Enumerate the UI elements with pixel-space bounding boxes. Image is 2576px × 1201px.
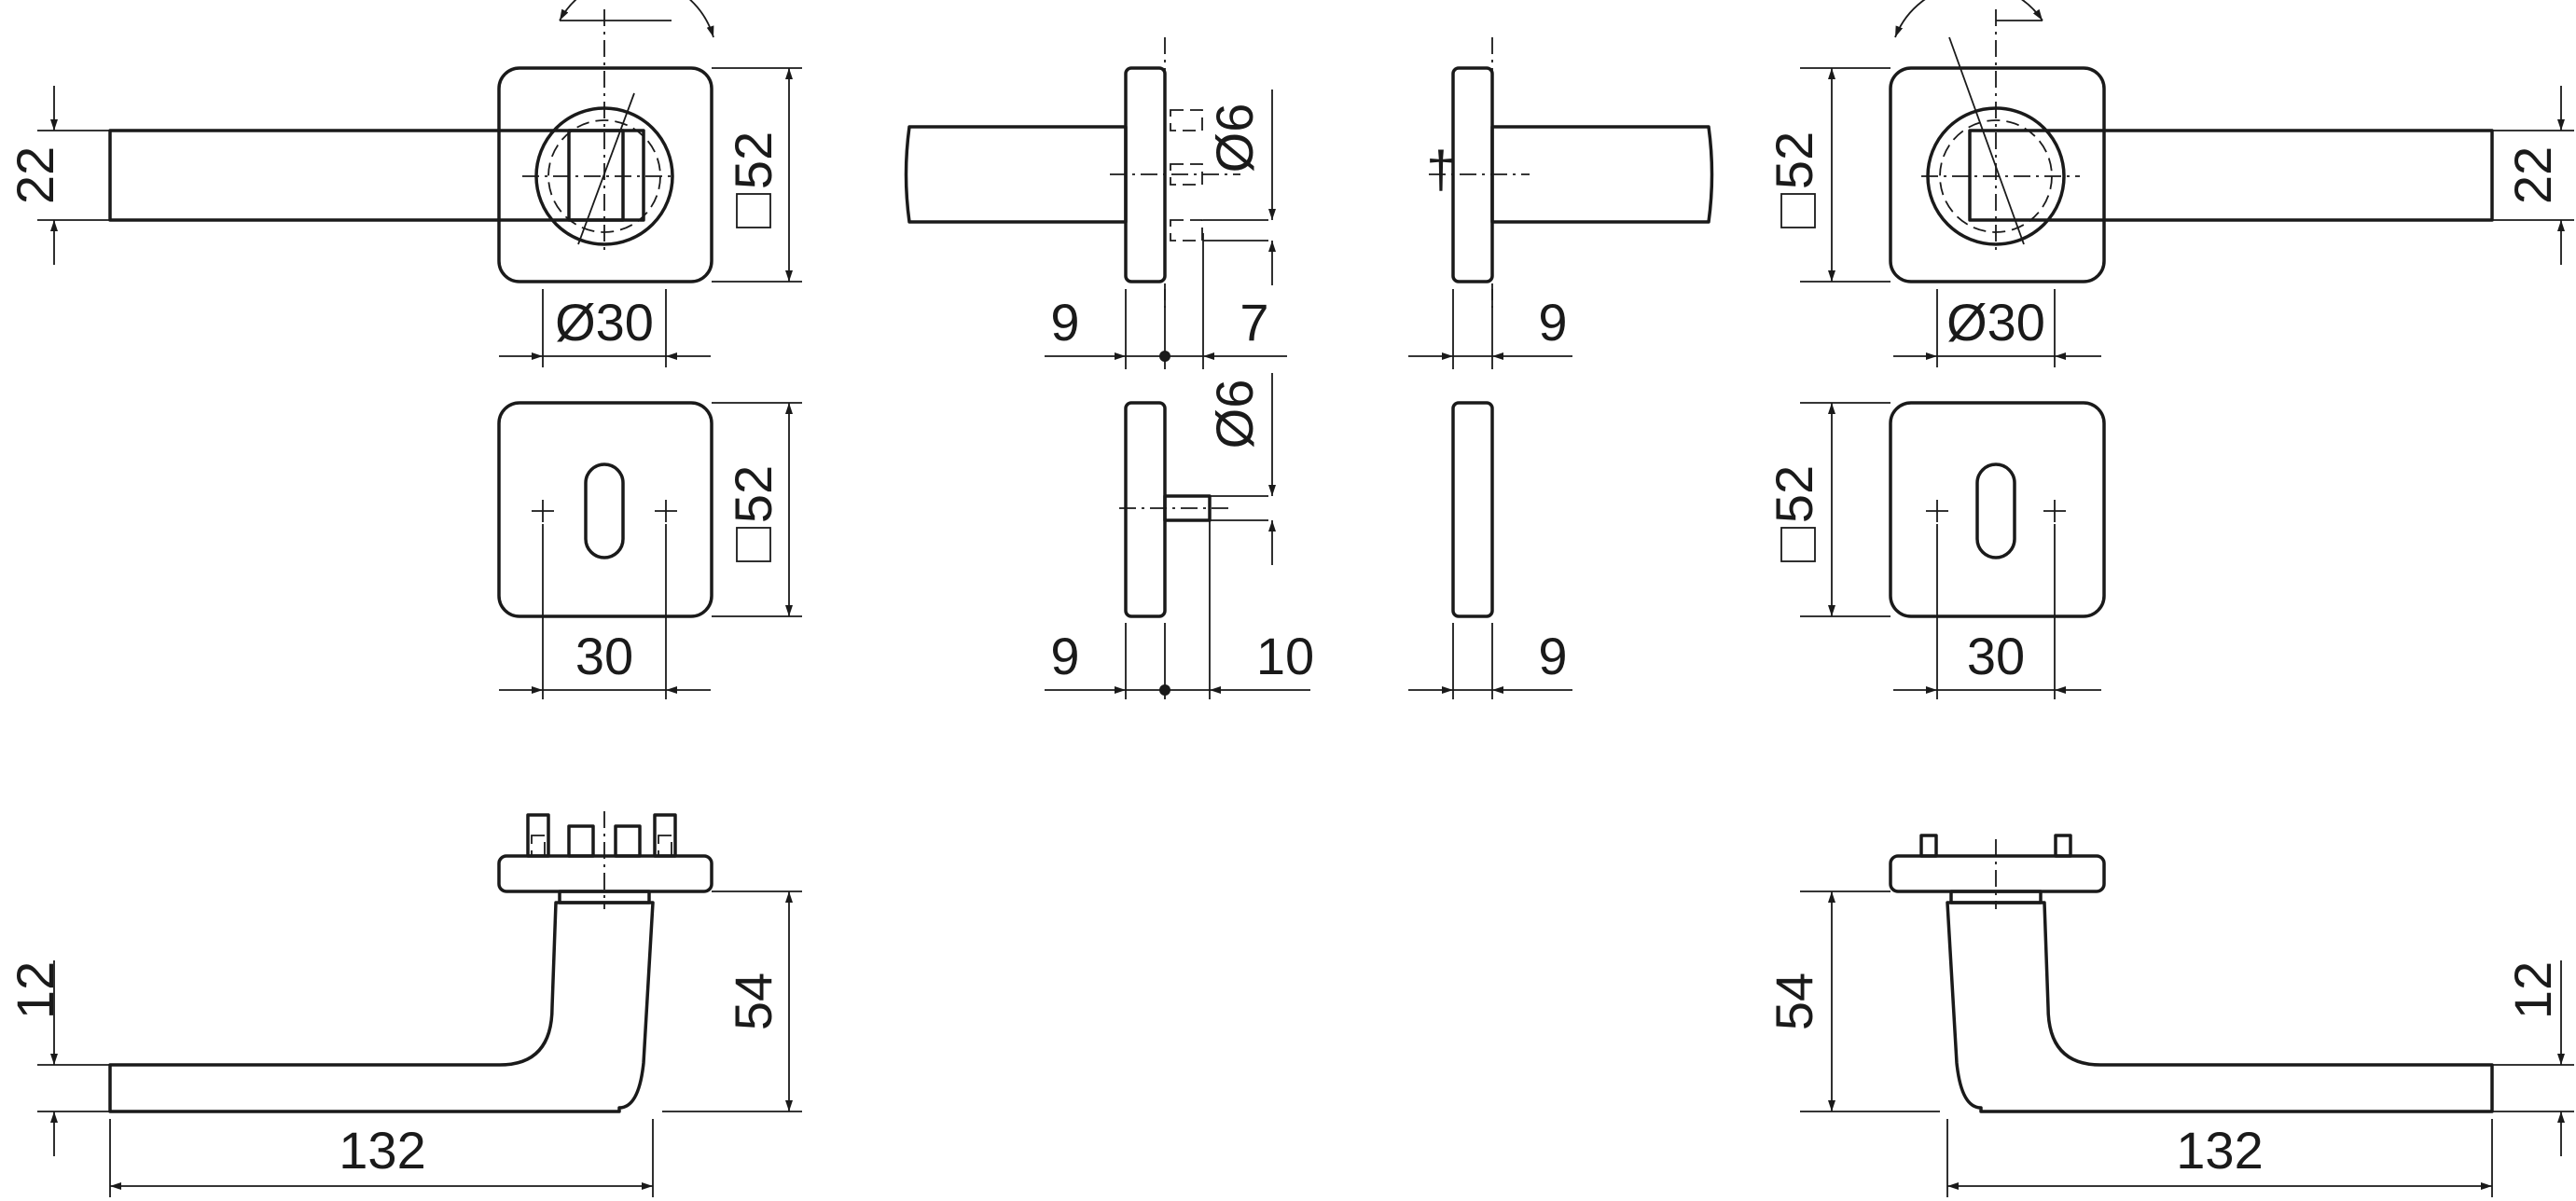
lever-side-profile — [1490, 125, 1714, 224]
pin-label: 7 — [1240, 293, 1268, 352]
fixing-stud — [567, 824, 595, 858]
spindle-marker: † — [1426, 140, 1455, 199]
diameter-label: Ø30 — [555, 293, 654, 352]
keyhole — [584, 462, 625, 559]
lever-arm — [1968, 129, 2494, 222]
height-label: 22 — [6, 146, 64, 204]
length-label: 132 — [2176, 1121, 2263, 1180]
rosette-side-right-view: † 9 — [1408, 37, 1714, 369]
height-label: 54 — [1765, 973, 1823, 1030]
height-label: 22 — [2503, 146, 2562, 204]
lever-side-profile — [904, 125, 1128, 224]
lever-profile — [108, 901, 655, 1113]
thickness-label: 9 — [1538, 293, 1567, 352]
escutcheon-side-plate — [1124, 401, 1167, 618]
lever-side-right-view: 54 12 132 — [1765, 834, 2574, 1197]
lever-profile — [1946, 901, 2494, 1113]
fixing-stud — [2054, 834, 2072, 858]
square-label: 52 — [1765, 131, 1823, 189]
height-label: 54 — [724, 973, 782, 1030]
escutcheon-side-plate — [1451, 401, 1494, 618]
lever-neck — [567, 129, 645, 222]
thickness-label: 9 — [1538, 627, 1567, 685]
lever-arm — [108, 129, 625, 222]
escutcheon-side-left-view: Ø6 9 10 — [1045, 373, 1314, 699]
escutcheon-plate — [497, 401, 713, 618]
rosette-plate — [1889, 66, 2106, 283]
rosette-side-left-view: Ø6 9 7 — [904, 37, 1287, 369]
thickness-label: 12 — [2503, 961, 2562, 1019]
diameter-label: Ø6 — [1205, 380, 1264, 449]
fixing-stud — [614, 824, 642, 858]
escutcheon-side-right-view: 9 — [1408, 401, 1572, 699]
diameter-label: Ø30 — [1946, 293, 2045, 352]
spacing-label: 30 — [1967, 627, 2025, 685]
escutcheon-front-right-view: 52 30 — [1765, 401, 2106, 699]
pin-label: 10 — [1256, 627, 1314, 685]
keyhole — [1975, 462, 2016, 559]
thickness-label: 9 — [1050, 293, 1079, 352]
spacing-label: 30 — [575, 627, 633, 685]
rosette-plate — [497, 66, 713, 283]
diameter-label: Ø6 — [1205, 104, 1264, 173]
fixing-stud — [1919, 834, 1938, 858]
thickness-label: 12 — [6, 961, 64, 1019]
square-label: 52 — [724, 131, 782, 189]
escutcheon-front-left-view: 52 30 — [497, 401, 802, 699]
length-label: 132 — [339, 1121, 425, 1180]
escutcheon-plate — [1889, 401, 2106, 618]
square-label: 52 — [1765, 465, 1823, 523]
lever-side-left-view: 12 54 132 — [6, 811, 802, 1197]
thickness-label: 9 — [1050, 627, 1079, 685]
rosette-front-left-view: 22 52 Ø30 — [6, 0, 802, 367]
rosette-plate-profile — [497, 854, 713, 893]
rosette-front-right-view: 52 22 Ø30 — [1765, 0, 2574, 367]
square-label: 52 — [724, 465, 782, 523]
rosette-plate-profile — [1889, 854, 2106, 893]
